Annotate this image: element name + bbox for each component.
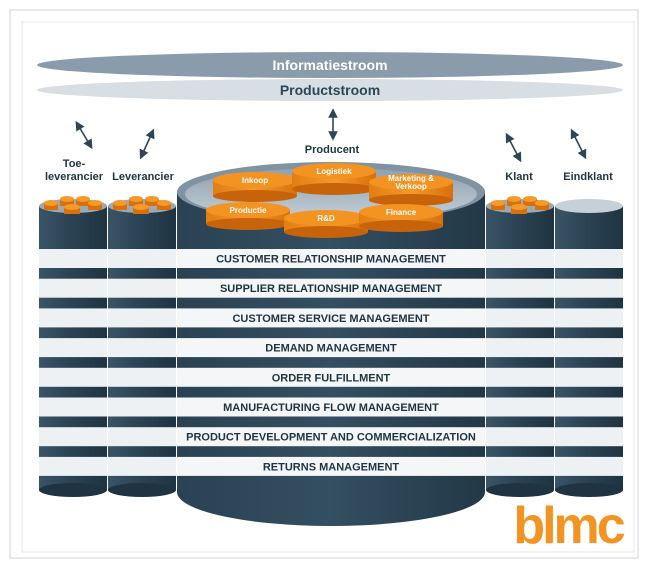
process-bands: CUSTOMER RELATIONSHIP MANAGEMENT SUPPLIER… xyxy=(39,249,623,476)
department-label-line1: Marketing & xyxy=(388,174,434,183)
process-band-segment xyxy=(177,338,485,358)
actor-label-end-customer: Eindklant xyxy=(563,171,613,183)
department-label: Productie xyxy=(230,206,267,215)
process-band-segment xyxy=(108,278,176,298)
blmc-logo: blmc xyxy=(513,497,627,555)
process-band-segment xyxy=(486,278,554,298)
actor-label-supplier: Leverancier xyxy=(112,171,174,183)
process-band-segment xyxy=(486,367,554,387)
process-label: CUSTOMER SERVICE MANAGEMENT xyxy=(232,313,429,325)
department-finance: Finance xyxy=(359,204,443,232)
double-arrow-icon xyxy=(505,132,522,163)
process-band-segment xyxy=(177,278,485,298)
process-label: DEMAND MANAGEMENT xyxy=(265,343,397,355)
department-label: Inkoop xyxy=(242,176,268,185)
process-band-segment xyxy=(108,427,176,447)
process-band-segment xyxy=(486,249,554,268)
process-label: ORDER FULFILLMENT xyxy=(272,372,391,384)
department-marketing-sales: Marketing & Verkoop xyxy=(369,174,453,206)
process-band-segment xyxy=(177,249,485,268)
actor-label-supplier-tier2-line2: leverancier xyxy=(45,171,104,183)
process-band-segment xyxy=(39,367,107,387)
mini-departments-supplier xyxy=(113,196,171,214)
process-band-segment xyxy=(555,308,623,328)
process-label: RETURNS MANAGEMENT xyxy=(263,461,400,473)
actor-label-customer: Klant xyxy=(505,171,533,183)
process-band-segment xyxy=(108,397,176,417)
product-flow: Productstroom xyxy=(37,79,623,101)
process-band-segment xyxy=(486,308,554,328)
product-flow-label: Productstroom xyxy=(280,82,380,98)
process-band-segment xyxy=(177,308,485,328)
process-band-segment xyxy=(555,278,623,298)
department-label: R&D xyxy=(317,214,335,223)
process-band-segment xyxy=(555,338,623,358)
actor-label-producer: Producent xyxy=(305,144,360,156)
departments: Inkoop Logistiek Marketing & Verkoop Pro… xyxy=(206,163,453,238)
process-band-segment xyxy=(555,249,623,268)
process-band-segment xyxy=(486,397,554,417)
department-label: Finance xyxy=(386,208,417,217)
mini-departments-customer xyxy=(491,196,549,214)
process-band-segment xyxy=(39,249,107,268)
process-band-segment xyxy=(486,338,554,358)
process-band-segment xyxy=(39,308,107,328)
process-label: MANUFACTURING FLOW MANAGEMENT xyxy=(223,402,439,414)
process-band-segment xyxy=(108,367,176,387)
process-band-segment xyxy=(39,427,107,447)
process-band-segment xyxy=(555,367,623,387)
process-band-segment xyxy=(108,338,176,358)
actor-label-supplier-tier2-line1: Toe- xyxy=(63,158,86,170)
department-label-line2: Verkoop xyxy=(395,182,427,191)
process-band-segment xyxy=(39,397,107,417)
department-rnd: R&D xyxy=(284,210,368,238)
process-label: PRODUCT DEVELOPMENT AND COMMERCIALIZATIO… xyxy=(186,432,476,444)
double-arrow-icon xyxy=(139,128,155,160)
process-band-segment xyxy=(39,456,107,476)
process-band-segment xyxy=(555,456,623,476)
process-label: CUSTOMER RELATIONSHIP MANAGEMENT xyxy=(216,254,446,266)
process-band-segment xyxy=(177,367,485,387)
process-band-segment xyxy=(555,427,623,447)
department-purchasing: Inkoop xyxy=(213,172,297,202)
department-logistics: Logistiek xyxy=(292,163,376,195)
process-band-segment xyxy=(486,427,554,447)
department-production: Productie xyxy=(206,202,290,230)
information-flow-label: Informatiestroom xyxy=(272,57,387,73)
process-band-segment xyxy=(177,397,485,417)
process-band-segment xyxy=(108,308,176,328)
logo-wordmark: blmc xyxy=(513,497,624,555)
process-band-segment xyxy=(555,397,623,417)
information-flow: Informatiestroom xyxy=(37,52,623,78)
process-band-segment xyxy=(108,456,176,476)
department-label: Logistiek xyxy=(316,167,352,176)
process-band-segment xyxy=(177,456,485,476)
process-band-segment xyxy=(177,427,485,447)
process-band-segment xyxy=(39,338,107,358)
process-band-segment xyxy=(39,278,107,298)
process-band-segment xyxy=(108,249,176,268)
double-arrow-icon xyxy=(570,128,587,160)
double-arrow-icon xyxy=(75,120,93,150)
process-band-segment xyxy=(486,456,554,476)
mini-departments-supplier-tier2 xyxy=(44,196,102,214)
process-label: SUPPLIER RELATIONSHIP MANAGEMENT xyxy=(220,283,442,295)
